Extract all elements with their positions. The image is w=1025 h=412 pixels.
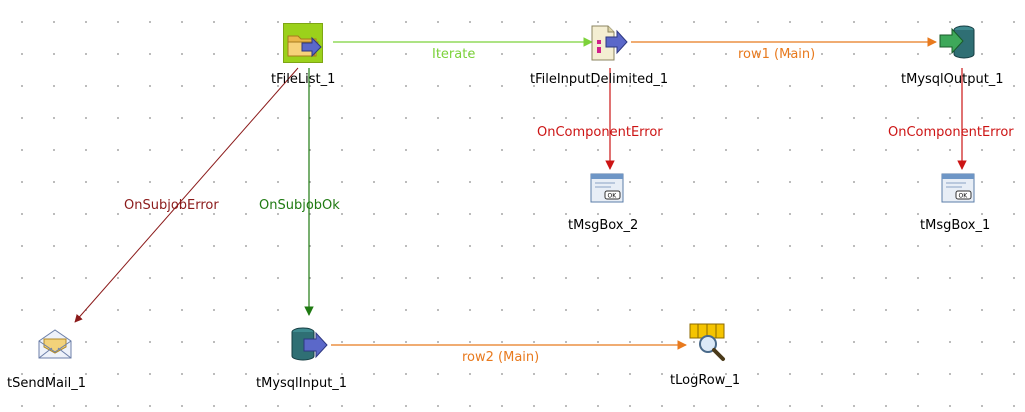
node-label: tSendMail_1	[7, 376, 87, 391]
svg-text:OK: OK	[608, 193, 618, 200]
log-row-icon	[689, 322, 729, 362]
link-error-output-label: OnComponentError	[888, 125, 1014, 140]
link-row1[interactable]: row1 (Main)	[631, 37, 937, 62]
svg-text:OK: OK	[959, 193, 969, 200]
link-subjob-ok-label: OnSubjobOk	[259, 198, 340, 213]
link-row1-label: row1 (Main)	[738, 47, 815, 62]
link-subjob-error[interactable]: OnSubjobError	[74, 67, 299, 323]
link-row2[interactable]: row2 (Main)	[331, 340, 687, 365]
envelope-icon	[35, 325, 75, 365]
message-box-icon: OK	[940, 170, 980, 210]
node-label: tFileInputDelimited_1	[530, 72, 669, 87]
link-subjob-ok[interactable]: OnSubjobOk	[259, 68, 340, 316]
message-box-icon: OK	[589, 170, 629, 210]
link-iterate-label: Iterate	[432, 47, 475, 62]
link-error-input[interactable]: OnComponentError	[537, 68, 663, 170]
delimited-file-input-icon	[588, 23, 628, 63]
link-error-output[interactable]: OnComponentError	[888, 68, 1014, 170]
mysql-output-icon	[938, 22, 978, 62]
link-error-input-label: OnComponentError	[537, 125, 663, 140]
node-label: tFileList_1	[271, 72, 336, 87]
mysql-input-icon	[289, 324, 329, 364]
link-row2-label: row2 (Main)	[462, 350, 539, 365]
link-iterate[interactable]: Iterate	[333, 37, 593, 62]
node-label: tMsgBox_1	[920, 218, 991, 233]
node-label: tMysqlInput_1	[256, 376, 348, 391]
link-subjob-error-label: OnSubjobError	[124, 198, 219, 213]
folder-iterate-icon	[283, 23, 323, 63]
node-label: tLogRow_1	[670, 373, 741, 388]
node-label: tMsgBox_2	[568, 218, 639, 233]
node-label: tMysqlOutput_1	[901, 72, 1004, 87]
